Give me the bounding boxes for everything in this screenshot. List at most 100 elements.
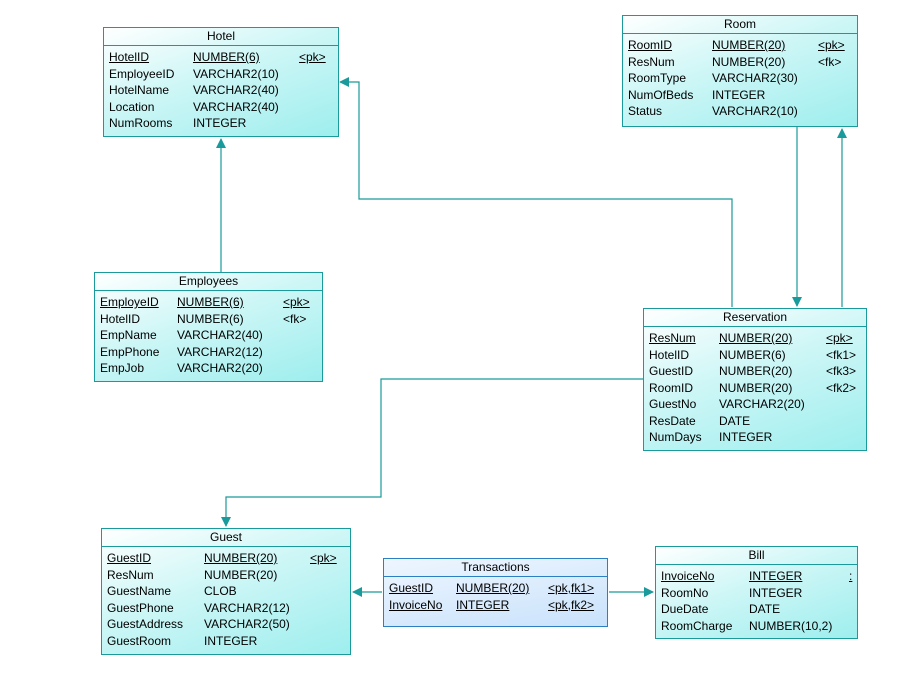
attribute-type: VARCHAR2(12) xyxy=(177,344,263,359)
attribute-name: ResNum xyxy=(107,567,154,582)
attribute-key: <fk1> xyxy=(826,347,857,362)
attribute-type: INTEGER xyxy=(749,569,803,583)
attribute-name: NumOfBeds xyxy=(628,87,694,102)
attribute-type: VARCHAR2(50) xyxy=(204,617,290,631)
entity-title: Guest xyxy=(102,529,350,547)
attribute-type: NUMBER(20) xyxy=(204,551,278,565)
attribute-type: NUMBER(6) xyxy=(177,311,244,326)
attribute-type: VARCHAR2(10) xyxy=(712,104,798,118)
attribute-key: <pk> xyxy=(299,50,326,64)
attribute-name: RoomNo xyxy=(661,585,709,600)
attribute-name: GuestID xyxy=(107,551,152,565)
attribute-type: NUMBER(20) xyxy=(204,567,278,582)
attribute-row[interactable]: EmpName VARCHAR2(40) xyxy=(100,327,322,344)
attribute-name: InvoiceNo xyxy=(661,569,715,583)
attribute-row[interactable]: ResDate DATE xyxy=(649,413,866,430)
entity-title: Reservation xyxy=(644,309,866,327)
attribute-name: EmpName xyxy=(100,328,157,342)
attribute-key: <fk3> xyxy=(826,364,857,378)
entity-title: Hotel xyxy=(104,28,338,46)
attribute-type: VARCHAR2(20) xyxy=(177,361,263,375)
attribute-name: GuestName xyxy=(107,584,172,598)
link-reservation-guest[interactable] xyxy=(221,378,643,527)
attribute-name: InvoiceNo xyxy=(389,597,443,612)
attribute-key: <pk> xyxy=(310,551,337,565)
attribute-name: HotelID xyxy=(109,50,150,64)
attribute-row[interactable]: ResNum NUMBER(20) xyxy=(107,567,350,584)
entity-title: Transactions xyxy=(384,559,607,577)
attribute-type: NUMBER(20) xyxy=(719,331,793,345)
attribute-type: DATE xyxy=(719,413,751,428)
attribute-key: <pk> xyxy=(826,331,853,345)
attribute-type: VARCHAR2(30) xyxy=(712,71,798,85)
attribute-row[interactable]: ResNum NUMBER(20) <pk> xyxy=(649,330,866,347)
attribute-name: RoomID xyxy=(649,380,694,395)
attribute-type: VARCHAR2(10) xyxy=(193,66,279,81)
attribute-row[interactable]: GuestRoom INTEGER xyxy=(107,633,350,650)
attribute-name: DueDate xyxy=(661,602,709,616)
attribute-type: INTEGER xyxy=(719,430,773,444)
attribute-name: ResNum xyxy=(649,331,696,345)
attribute-type: INTEGER xyxy=(456,597,510,612)
attribute-name: GuestPhone xyxy=(107,600,174,615)
attribute-row[interactable]: GuestID NUMBER(20) <pk> xyxy=(107,550,350,567)
attribute-name: NumDays xyxy=(649,430,702,444)
attribute-type: INTEGER xyxy=(749,585,803,600)
attribute-type: INTEGER xyxy=(204,633,258,648)
attribute-type: VARCHAR2(20) xyxy=(719,397,805,411)
entity-guest[interactable]: Guest GuestID NUMBER(20) <pk> ResNum NUMBER(… xyxy=(101,528,351,655)
link-reservation-hotel[interactable] xyxy=(339,77,733,307)
attribute-type: NUMBER(20) xyxy=(712,54,786,69)
attribute-name: ResDate xyxy=(649,413,696,428)
attribute-type: NUMBER(20) xyxy=(719,380,793,395)
attribute-row[interactable]: NumDays INTEGER xyxy=(649,429,866,446)
entity-title: Bill xyxy=(656,547,857,565)
attribute-type: INTEGER xyxy=(193,116,247,130)
attribute-type: NUMBER(6) xyxy=(193,50,260,64)
attribute-key: <pk> xyxy=(818,38,845,52)
attribute-row[interactable]: DueDate DATE xyxy=(661,601,857,618)
attribute-type: NUMBER(20) xyxy=(712,38,786,52)
attribute-row[interactable]: GuestPhone VARCHAR2(12) xyxy=(107,600,350,617)
attribute-name: GuestRoom xyxy=(107,633,172,648)
attribute-row[interactable]: HotelID NUMBER(6) <pk> xyxy=(109,49,338,66)
attribute-type: VARCHAR2(12) xyxy=(204,600,290,615)
attribute-type: NUMBER(6) xyxy=(177,295,244,309)
attribute-type: NUMBER(20) xyxy=(456,581,530,595)
attribute-key: <pk> xyxy=(283,295,310,309)
attribute-type: VARCHAR2(40) xyxy=(177,328,263,342)
attribute-row[interactable]: RoomNo INTEGER xyxy=(661,585,857,602)
attribute-type: DATE xyxy=(749,602,781,616)
